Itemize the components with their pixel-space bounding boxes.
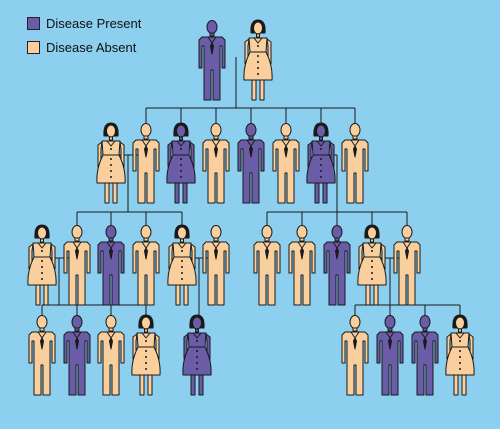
legend-label-present: Disease Present (46, 15, 142, 31)
male-figure-absent (288, 225, 316, 306)
legend-swatch-absent (27, 40, 40, 54)
male-figure-present (376, 315, 404, 396)
male-figure-absent (132, 225, 160, 306)
male-figure-absent (202, 225, 230, 306)
family-members (27, 19, 475, 396)
male-figure-absent (253, 225, 281, 306)
female-figure-absent (445, 314, 475, 396)
male-figure-absent (341, 315, 369, 396)
male-figure-present (198, 20, 226, 101)
female-figure-absent (167, 224, 197, 306)
legend-item-disease-absent: Disease Absent (27, 38, 227, 56)
female-figure-present (182, 314, 212, 396)
male-figure-absent (63, 225, 91, 306)
female-figure-absent (27, 224, 57, 306)
male-figure-absent (341, 123, 369, 204)
male-figure-absent (393, 225, 421, 306)
male-figure-absent (28, 315, 56, 396)
male-figure-absent (132, 123, 160, 204)
legend-swatch-present (27, 16, 40, 30)
male-figure-present (411, 315, 439, 396)
male-figure-absent (272, 123, 300, 204)
female-figure-absent (96, 122, 126, 204)
female-figure-present (306, 122, 336, 204)
male-figure-present (323, 225, 351, 306)
female-figure-present (166, 122, 196, 204)
male-figure-present (97, 225, 125, 306)
male-figure-present (237, 123, 265, 204)
female-figure-absent (357, 224, 387, 306)
male-figure-absent (202, 123, 230, 204)
male-figure-present (63, 315, 91, 396)
female-figure-absent (243, 19, 273, 101)
legend-label-absent: Disease Absent (46, 39, 137, 55)
male-figure-absent (97, 315, 125, 396)
female-figure-absent (131, 314, 161, 396)
legend-item-disease-present: Disease Present (27, 14, 227, 32)
